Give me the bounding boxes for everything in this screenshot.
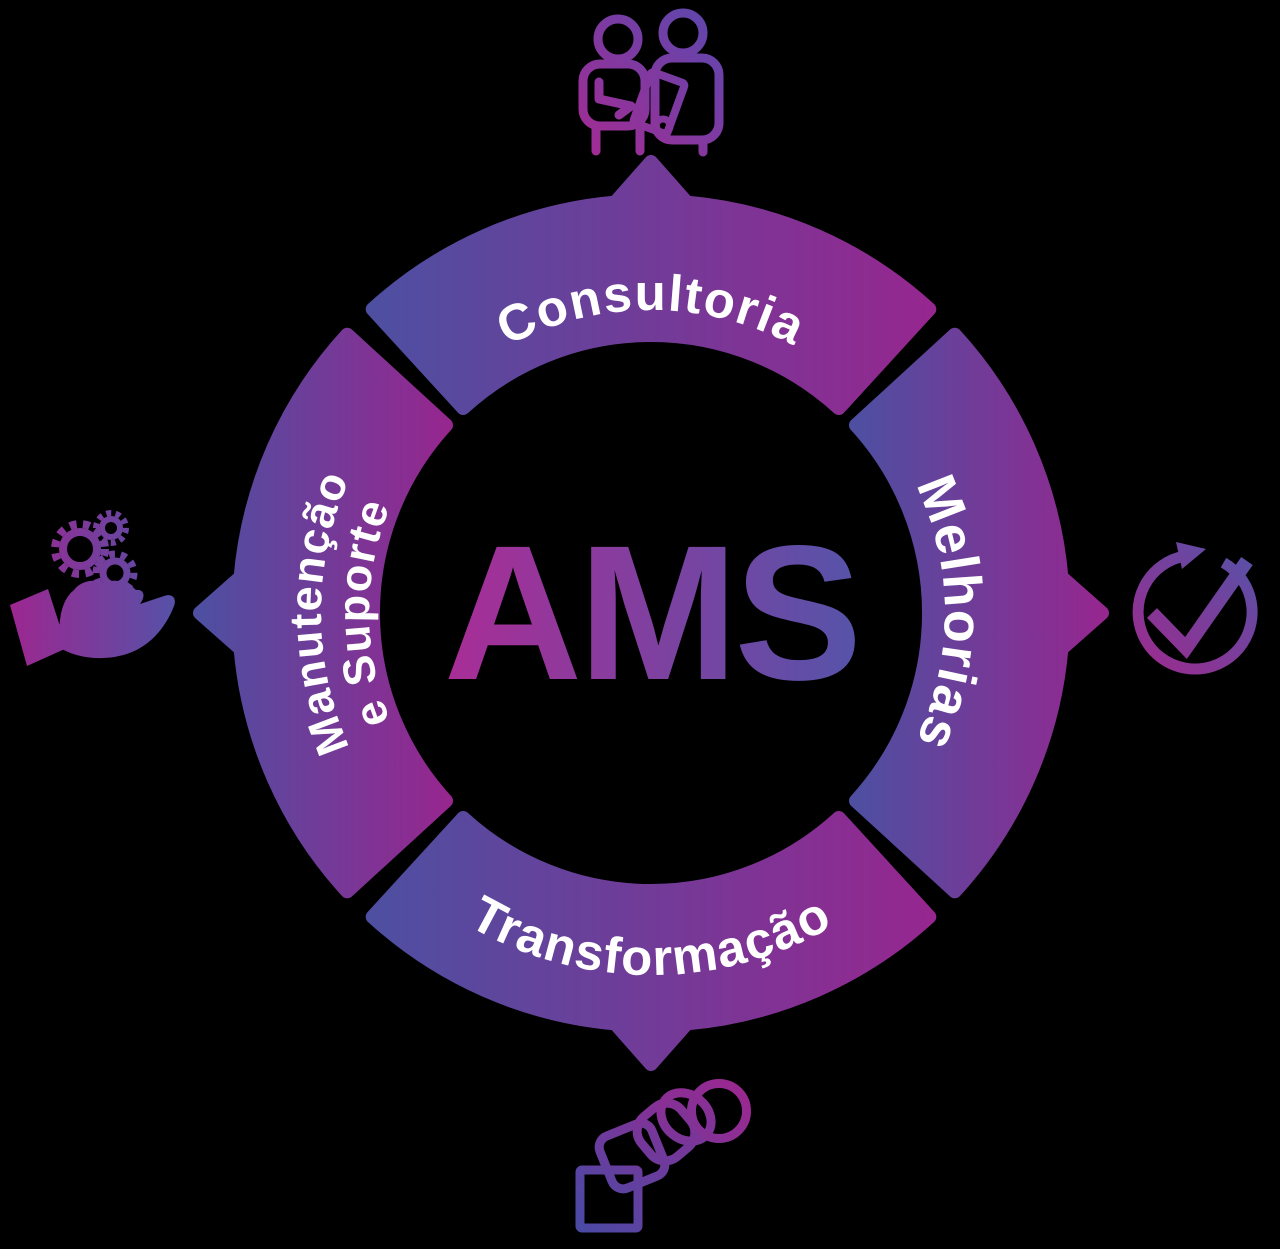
segment-transformacao (365, 811, 937, 1071)
open-hand (59, 580, 175, 659)
person-left-arm (594, 77, 636, 120)
holding-hand (652, 115, 674, 137)
shape-circle (687, 1079, 751, 1143)
ring-segments (193, 155, 1109, 1071)
center-ams-label: AMS (444, 505, 859, 720)
maintenance-hand-gears-icon (10, 510, 175, 666)
segment-melhorias (849, 327, 1109, 899)
circular-arrow (1132, 550, 1258, 675)
gear-small-teeth (93, 510, 129, 546)
sleeve-cuff (10, 589, 67, 666)
segment-consultoria (365, 155, 937, 415)
clipboard (629, 68, 689, 138)
checkmark (1146, 556, 1253, 659)
arrowhead (1176, 542, 1206, 569)
person-right-body (650, 53, 724, 145)
gear-large-ring (59, 528, 101, 570)
person-right-head (658, 8, 708, 58)
transformation-shapes-icon (575, 1079, 751, 1233)
gear-medium-teeth (92, 550, 138, 596)
gear-large-teeth (51, 520, 109, 578)
gear-small-ring (99, 516, 123, 540)
improvement-clock-check-icon (1132, 542, 1258, 675)
gear-medium-ring (99, 557, 131, 589)
gears (51, 510, 138, 596)
person-left-head (593, 14, 643, 64)
shape-squircle (632, 1098, 700, 1166)
consulting-people-icon (578, 8, 724, 157)
shape-rounded-square (594, 1118, 670, 1194)
segment-manutencao-suporte (193, 327, 453, 899)
